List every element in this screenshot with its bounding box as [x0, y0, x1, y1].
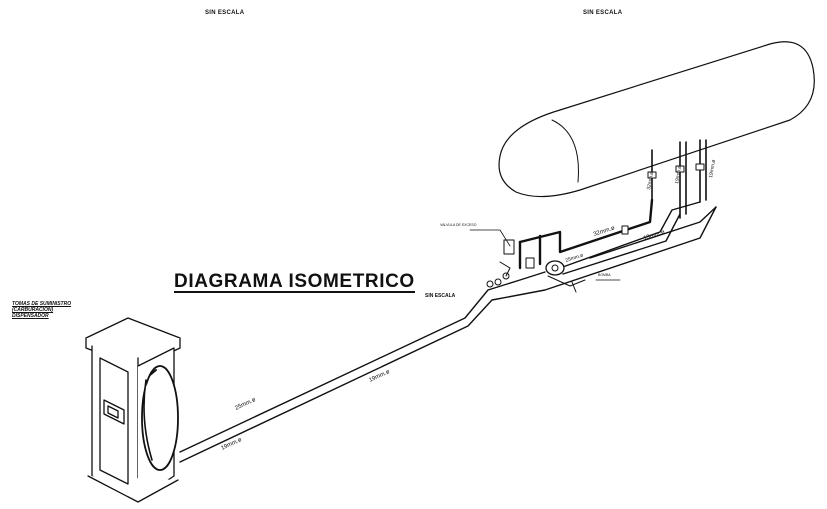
scale-note-left: SIN ESCALA — [205, 10, 245, 16]
scale-note-right: SIN ESCALA — [583, 10, 623, 16]
pipe-label-riser-1: 32mm.ø — [646, 171, 655, 190]
pipe-label-mid: 25mm.ø — [565, 253, 584, 264]
callout-valve: VALVULA DE EXCESO — [440, 223, 477, 227]
riser-fittings — [621, 163, 705, 235]
pipe-label-near-dispenser: 19mm.ø — [220, 437, 243, 452]
pipe-label-riser-2: 19mm.ø — [674, 165, 683, 184]
callout-pump: BOMBA — [598, 273, 611, 277]
storage-tank — [498, 41, 815, 198]
dispenser — [85, 317, 181, 503]
junction-fittings — [486, 239, 586, 293]
diagram-title: DIAGRAMA ISOMETRICO — [174, 271, 415, 293]
diagram-subtitle: SIN ESCALA — [425, 293, 456, 299]
pipe-label-main-upper: 25mm.ø — [234, 397, 257, 412]
pipe-label-tank-lower: 19mm.ø — [643, 229, 666, 242]
pipe-label-riser-3: 19mm.ø — [708, 159, 717, 178]
callout-leaders — [469, 229, 621, 281]
dispenser-label: TOMAS DE SUMINISTRO (CARBURACION) DISPEN… — [12, 301, 71, 319]
dispenser-label-line-1: TOMAS DE SUMINISTRO — [12, 301, 72, 307]
dispenser-label-line-2: (CARBURACION) — [12, 307, 54, 313]
main-pipeline — [179, 201, 717, 463]
thick-pipe-32 — [518, 198, 654, 270]
dispenser-label-line-3: DISPENSADOR — [12, 313, 49, 319]
